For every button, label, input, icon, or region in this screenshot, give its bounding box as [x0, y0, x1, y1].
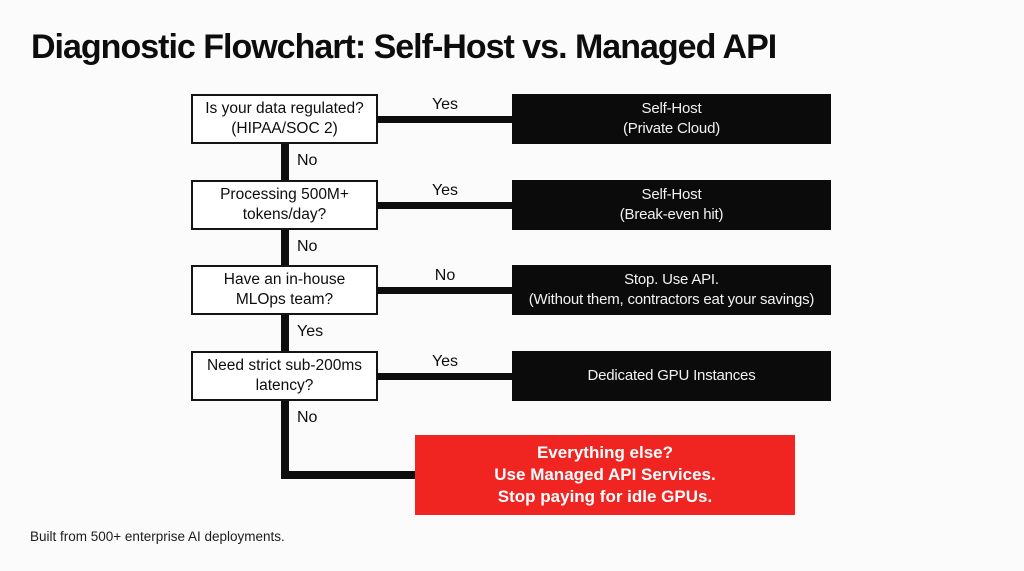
result-box-self-host-private-cloud: Self-Host (Private Cloud): [512, 94, 831, 144]
decision-text-line: MLOps team?: [235, 291, 334, 308]
edge-label-no: No: [434, 267, 456, 284]
connector-horizontal: [377, 287, 512, 294]
edge-label-no: No: [297, 238, 318, 255]
connector-horizontal: [377, 373, 512, 380]
decision-box-latency: Need strict sub-200ms latency?: [191, 351, 378, 401]
connector-horizontal: [377, 202, 512, 209]
result-text-line: Dedicated GPU Instances: [587, 367, 756, 384]
page-title: Diagnostic Flowchart: Self-Host vs. Mana…: [31, 28, 777, 66]
edge-label-yes: Yes: [431, 182, 459, 199]
result-box-stop-use-api: Stop. Use API. (Without them, contractor…: [512, 265, 831, 315]
decision-text-line: Need strict sub-200ms: [206, 357, 363, 374]
decision-text-line: Is your data regulated?: [205, 100, 364, 117]
decision-box-mlops-team: Have an in-house MLOps team?: [191, 265, 378, 315]
result-text-line: Self-Host: [641, 186, 702, 203]
connector-horizontal-final: [281, 471, 415, 479]
terminal-box-managed-api: Everything else? Use Managed API Service…: [415, 435, 795, 515]
edge-label-no: No: [297, 409, 318, 426]
decision-box-token-volume: Processing 500M+ tokens/day?: [191, 180, 378, 230]
decision-text-line: latency?: [255, 377, 314, 394]
terminal-text-line: Stop paying for idle GPUs.: [497, 487, 713, 506]
terminal-text-line: Everything else?: [536, 443, 674, 462]
edge-label-yes: Yes: [297, 323, 324, 340]
result-text-line: (Private Cloud): [622, 120, 721, 137]
result-box-dedicated-gpu: Dedicated GPU Instances: [512, 351, 831, 401]
decision-text-line: (HIPAA/SOC 2): [231, 120, 338, 137]
terminal-text-line: Use Managed API Services.: [494, 465, 716, 484]
decision-box-data-regulated: Is your data regulated? (HIPAA/SOC 2): [191, 94, 378, 144]
connector-vertical: [281, 230, 289, 265]
connector-horizontal: [377, 116, 512, 123]
result-text-line: Stop. Use API.: [624, 271, 719, 288]
footer-note: Built from 500+ enterprise AI deployment…: [30, 529, 285, 544]
result-text-line: (Break-even hit): [619, 206, 724, 223]
result-box-self-host-break-even: Self-Host (Break-even hit): [512, 180, 831, 230]
result-text-line: (Without them, contractors eat your savi…: [528, 291, 815, 308]
edge-label-yes: Yes: [431, 96, 459, 113]
connector-vertical: [281, 315, 289, 351]
decision-text-line: Have an in-house: [223, 271, 346, 288]
result-text-line: Self-Host: [641, 100, 702, 117]
decision-text-line: Processing 500M+: [220, 186, 349, 203]
connector-vertical: [281, 144, 289, 180]
edge-label-no: No: [297, 152, 318, 169]
edge-label-yes: Yes: [431, 353, 459, 370]
decision-text-line: tokens/day?: [242, 206, 327, 223]
connector-vertical: [281, 401, 289, 479]
